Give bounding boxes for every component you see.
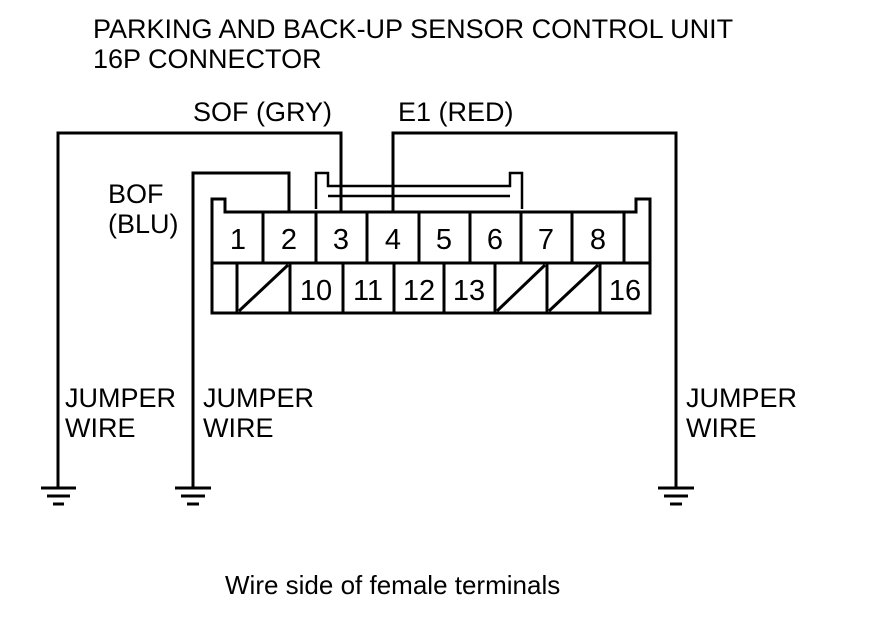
pin-10: 10 bbox=[300, 275, 332, 307]
pin-5: 5 bbox=[436, 224, 452, 256]
e1-jumper-wire bbox=[391, 131, 678, 488]
pin-16: 16 bbox=[609, 275, 641, 307]
sof-wire-label: SOF (GRY) bbox=[193, 97, 332, 127]
connector-housing bbox=[210, 197, 652, 315]
pin-2: 2 bbox=[281, 224, 297, 256]
pin-12: 12 bbox=[403, 275, 435, 307]
pin-11: 11 bbox=[353, 275, 383, 307]
e1-wire-label: E1 (RED) bbox=[398, 97, 514, 127]
connector-latch bbox=[314, 171, 524, 209]
jumper-right-line2: WIRE bbox=[686, 413, 757, 443]
bof-wire-label-line1: BOF bbox=[108, 179, 164, 209]
bof-jumper-wire bbox=[191, 171, 291, 488]
top-row-dividers bbox=[261, 212, 626, 263]
pin-8: 8 bbox=[590, 224, 606, 256]
bottom-row-dividers bbox=[235, 263, 602, 313]
ground-icon-right bbox=[658, 486, 694, 506]
diagram-caption: Wire side of female terminals bbox=[225, 570, 560, 600]
bof-wire-label-line2: (BLU) bbox=[108, 209, 179, 239]
pin-13: 13 bbox=[453, 275, 485, 307]
jumper-left-line1: JUMPER bbox=[65, 383, 176, 413]
empty-cavity-14 bbox=[495, 263, 547, 313]
pin-3: 3 bbox=[333, 224, 349, 256]
pin-7: 7 bbox=[538, 224, 554, 256]
ground-icon-middle bbox=[175, 486, 211, 506]
pin-4: 4 bbox=[385, 224, 401, 256]
empty-cavity-15 bbox=[547, 263, 600, 313]
sof-jumper-wire bbox=[56, 131, 343, 488]
jumper-middle-line1: JUMPER bbox=[203, 383, 314, 413]
jumper-left-line2: WIRE bbox=[65, 413, 136, 443]
connector-16p: 1 2 3 4 5 6 7 8 10 11 12 13 16 bbox=[210, 171, 652, 315]
diagram-subtitle: 16P CONNECTOR bbox=[93, 44, 322, 74]
jumper-right-line1: JUMPER bbox=[686, 383, 797, 413]
diagram-title: PARKING AND BACK-UP SENSOR CONTROL UNIT bbox=[93, 14, 733, 44]
empty-cavity-9 bbox=[237, 263, 290, 313]
jumper-middle-line2: WIRE bbox=[203, 413, 274, 443]
ground-icon-left bbox=[41, 486, 76, 506]
pin-1: 1 bbox=[230, 224, 246, 256]
pin-6: 6 bbox=[487, 224, 503, 256]
